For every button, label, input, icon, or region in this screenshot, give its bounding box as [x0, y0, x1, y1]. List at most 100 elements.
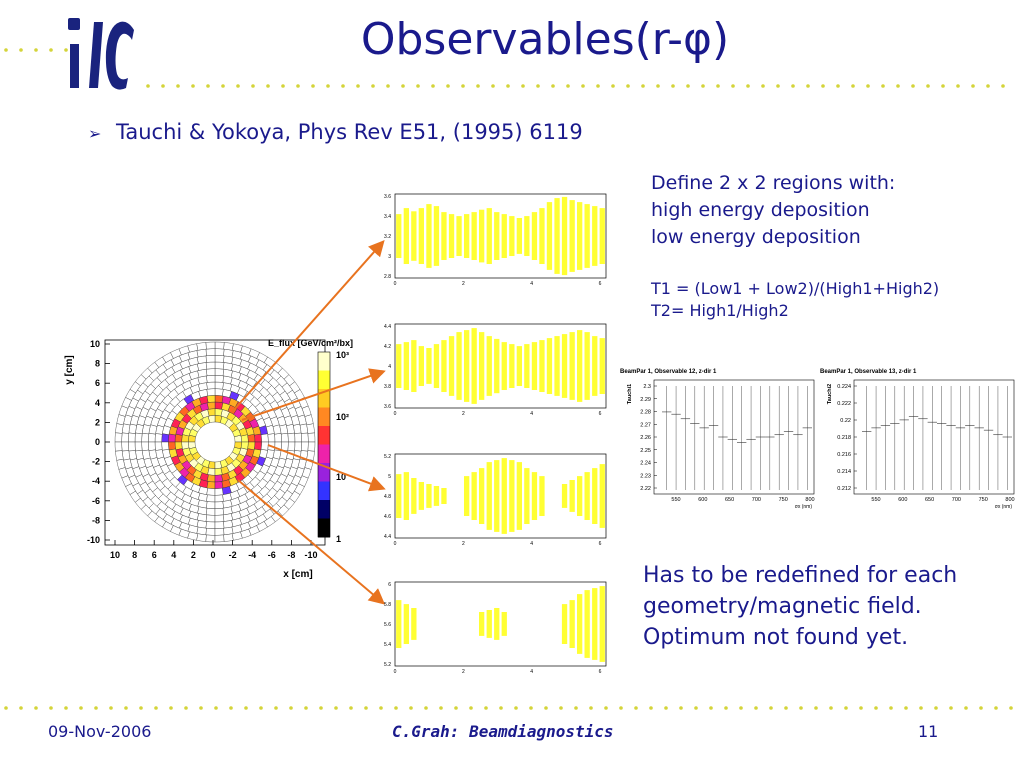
polar-cell: [207, 467, 216, 476]
scan-y-tick-label: 0.222: [837, 401, 851, 407]
dot: [221, 84, 225, 88]
dot: [169, 706, 173, 710]
colorbar-step: [318, 426, 330, 445]
dot: [829, 706, 833, 710]
bar: [531, 342, 538, 390]
dot: [836, 84, 840, 88]
y-tick-label: 0: [95, 437, 100, 447]
scan-plot-frame: [653, 379, 815, 495]
dot: [191, 84, 195, 88]
dot: [521, 84, 525, 88]
bar: [456, 216, 462, 256]
bar: [509, 216, 515, 256]
dot: [619, 706, 623, 710]
polar-cell: [260, 441, 269, 451]
dot: [431, 84, 435, 88]
bar: [418, 482, 424, 510]
x-tick-label: 0: [210, 550, 215, 560]
bar: [479, 612, 485, 636]
scan-y-tick-label: 0.224: [837, 384, 851, 390]
bar: [403, 208, 409, 264]
dot: [229, 706, 233, 710]
bar: [396, 214, 402, 258]
dot: [881, 84, 885, 88]
polar-cell: [254, 433, 262, 443]
bar: [577, 202, 583, 270]
polar-cell: [267, 441, 276, 451]
scan-y-tick-label: 0.216: [837, 452, 851, 458]
dot: [911, 84, 915, 88]
bar: [441, 340, 447, 392]
bar-y-tick-label: 4.6: [384, 514, 391, 520]
dot: [1001, 84, 1005, 88]
dot: [701, 84, 705, 88]
dot: [686, 84, 690, 88]
bar: [584, 472, 590, 520]
polar-cell: [141, 441, 150, 452]
bar: [494, 608, 500, 640]
polar-cell: [280, 432, 289, 443]
bar-x-tick-label: 2: [462, 669, 465, 675]
bar-x-tick-label: 4: [530, 541, 533, 547]
bar: [516, 346, 522, 386]
polar-cell: [274, 441, 282, 451]
bar: [448, 336, 455, 396]
dot: [859, 706, 863, 710]
bar-x-tick-label: 6: [599, 669, 602, 675]
ilc-logo: ilc: [68, 18, 134, 90]
dot: [439, 706, 443, 710]
bar: [426, 484, 432, 508]
polar-cell: [148, 433, 156, 443]
polar-cell: [174, 433, 183, 443]
dot: [814, 706, 818, 710]
bar-x-tick-label: 4: [530, 669, 533, 675]
polar-cell: [206, 481, 216, 489]
polar-cell: [205, 355, 216, 363]
polar-cell: [223, 342, 234, 351]
dot: [109, 706, 113, 710]
bar-x-tick-label: 6: [599, 281, 602, 287]
dot: [799, 706, 803, 710]
bar: [441, 212, 447, 260]
dot: [784, 706, 788, 710]
bar-x-tick-label: 4: [530, 281, 533, 287]
dot: [754, 706, 758, 710]
polar-cell: [114, 441, 123, 452]
colorbar-tick-label: 10³: [336, 350, 349, 360]
dot: [679, 706, 683, 710]
polar-cell: [294, 441, 302, 452]
polar-cell: [196, 533, 207, 542]
polar-cell: [206, 388, 216, 397]
note-text: Has to be redefined for each geometry/ma…: [643, 560, 957, 653]
dot: [341, 84, 345, 88]
bar: [479, 468, 485, 524]
polar-cell: [214, 527, 225, 536]
polar-cell: [205, 527, 216, 536]
dot: [364, 706, 368, 710]
dot: [529, 706, 533, 710]
bar: [561, 484, 568, 508]
polar-cell: [214, 514, 225, 523]
dot: [424, 706, 428, 710]
bar: [509, 460, 515, 532]
bar: [592, 336, 598, 396]
y-tick-label: -8: [92, 515, 100, 525]
dot: [19, 48, 23, 52]
dot: [259, 706, 263, 710]
bar: [599, 586, 605, 662]
colorbar-step: [318, 370, 330, 390]
polar-cell: [205, 368, 216, 377]
polar-cell: [205, 341, 216, 350]
dot: [649, 706, 653, 710]
polar-cell: [154, 441, 163, 451]
bar-x-tick-label: 0: [394, 541, 397, 547]
bar: [411, 340, 417, 392]
reference-bullet: ➢Tauchi & Yokoya, Phys Rev E51, (1995) 6…: [88, 120, 583, 144]
bar: [524, 468, 530, 524]
dot: [326, 84, 330, 88]
bar: [509, 344, 515, 388]
scan-y-tick-label: 0.218: [837, 435, 851, 441]
